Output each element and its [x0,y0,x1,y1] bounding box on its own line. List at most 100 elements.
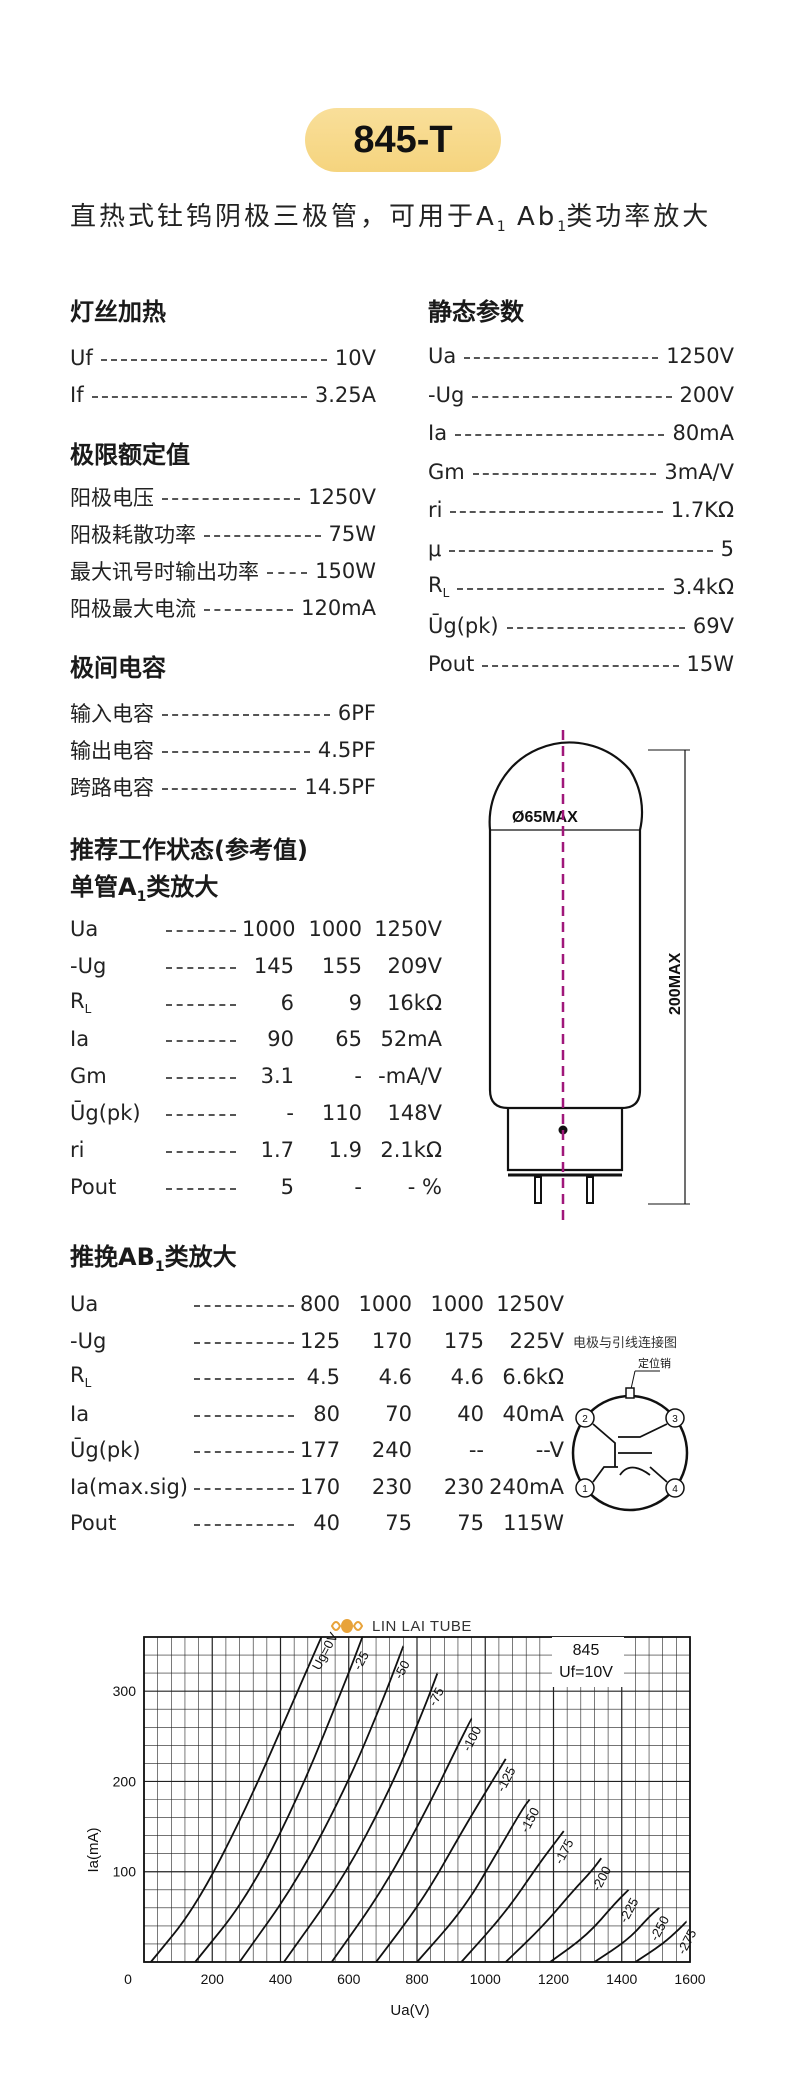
static-value: 200V [679,382,734,407]
tube-diameter-label: Ø65MAX [512,809,578,826]
recommended-label: ri [70,1137,85,1162]
filament-label: If [70,383,84,407]
tube-pin-right [586,1176,594,1204]
series-line [194,1636,364,1963]
recommended-label: Ūg(pk) [70,1101,141,1125]
leader-dashes [166,1150,236,1153]
y-tick-label: 300 [113,1683,137,1699]
brand-name: LIN LAI TUBE [372,1617,472,1635]
filament-label: Uf [70,346,93,370]
tube-height-label: 200MAX [667,952,684,1015]
pushpull-cell: 115W [503,1511,564,1535]
series-label: -125 [493,1764,518,1794]
leader-dashes [204,609,294,611]
capacitance-value: 14.5PF [304,775,376,799]
single-ended-title: 单管A1类放大 [70,873,219,905]
leader-dashes [455,434,665,436]
pushpull-label: Ūg(pk) [70,1438,141,1462]
pushpull-cell: 175 [443,1328,484,1353]
recommended-label: Ia [70,1027,90,1052]
recommended-cell: - [354,1174,362,1199]
pushpull-cell: -- [468,1438,484,1462]
key-notch [625,1387,635,1399]
brand-logo: LIN LAI TUBE [330,1617,472,1635]
chart-legend-bg [552,1637,624,1687]
recommended-cell: 1.9 [328,1137,362,1162]
recommended-label: -Ug [70,953,107,978]
limit-label: 阳极电压 [70,486,154,510]
leader-dashes [100,359,327,361]
x-tick-label: 400 [269,1971,293,1987]
leader-dashes [194,1341,294,1344]
pushpull-cell: 800 [300,1292,341,1316]
recommended-cell: 209V [387,953,442,978]
leader-dashes [450,511,663,513]
limits-section-title: 极限额定值 [70,441,190,469]
pushpull-label: RL [70,1363,92,1391]
recommended-label: Pout [70,1174,117,1199]
limit-value: 1250V [308,485,376,509]
series-line [416,1798,531,1963]
leader-dashes [449,549,713,552]
pushpull-cell: 125 [300,1328,341,1353]
static-value: 5 [720,536,734,561]
svg-text:2: 2 [582,1414,588,1425]
pushpull-cell: 1250V [496,1292,564,1316]
x-tick-label: 200 [201,1971,225,1987]
filament-row: Uf 10V [70,343,376,373]
x-tick-label: 1600 [674,1971,705,1987]
tube-outline-drawing: Ø65MAX 200MAX [488,730,690,1220]
page-title: 845-T [305,108,501,172]
limit-value: 75W [328,522,377,546]
series-line [634,1920,688,1963]
pushpull-label: Ia(max.sig) [70,1474,188,1499]
static-value: 80mA [672,421,734,445]
recommended-cell: 148V [387,1101,442,1125]
filament-row: If 3.25A [70,380,376,410]
static-label: μ [428,536,442,561]
svg-text:4: 4 [672,1484,678,1495]
filament-value: 3.25A [314,383,376,407]
pin-3 [665,1408,685,1428]
pushpull-cell: 230 [371,1474,412,1499]
series-label: -75 [425,1685,447,1709]
static-label: RL [428,573,450,601]
recommended-cell: 2.1kΩ [380,1137,442,1162]
series-label: -175 [551,1836,576,1866]
static-label: Ia [428,421,448,445]
pushpull-cell: 40mA [502,1401,564,1426]
pushpull-section-title: 推挽AB1类放大 [70,1243,237,1275]
recommended-cell: 16kΩ [387,990,442,1015]
limit-value: 150W [315,559,376,583]
static-label: ri [428,498,443,522]
static-value: 3mA/V [664,459,734,484]
static-label: Ūg(pk) [428,613,499,638]
capacitance-label: 输出电容 [70,739,154,763]
x-tick-label: 600 [337,1971,361,1987]
x-tick-label: 1400 [606,1971,637,1987]
cathode-lead [592,1466,618,1483]
recommended-label: Ua [70,917,99,941]
x-tick-label: 1000 [470,1971,501,1987]
filament-value: 10V [334,346,376,370]
leader-dashes [166,1077,236,1080]
limit-row: 阳极电压 1250V [70,482,376,512]
leader-dashes [194,1305,294,1307]
leader-dashes [162,751,310,753]
leader-dashes [194,1451,294,1453]
